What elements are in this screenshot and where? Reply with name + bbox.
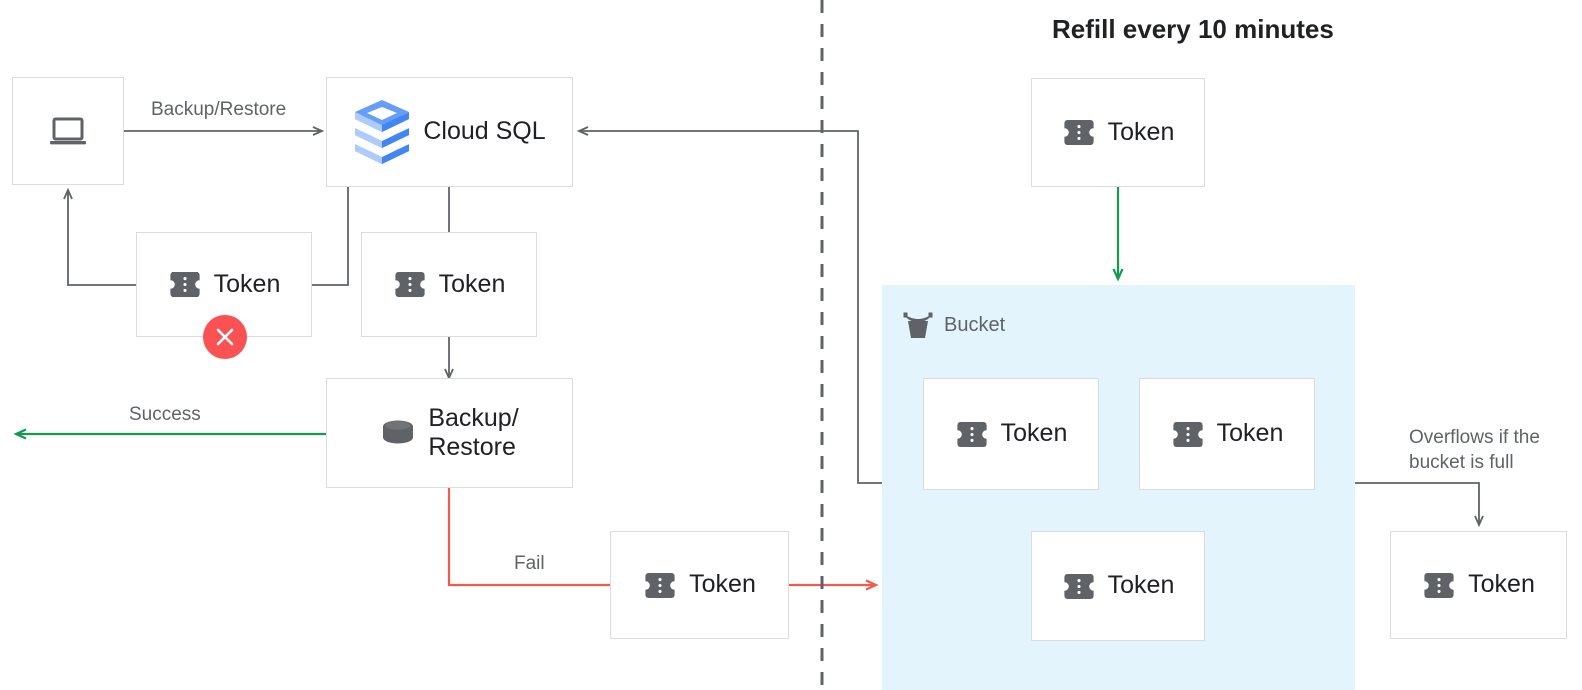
edge-bucket-to-cloudsql <box>579 131 882 484</box>
node-cloud-sql[interactable]: Cloud SQL <box>326 77 573 187</box>
edge-label-success: Success <box>129 404 201 425</box>
node-label: Token <box>1107 117 1175 146</box>
node-token-fail[interactable]: Token <box>610 531 789 639</box>
node-token-bucket-2[interactable]: Token <box>1139 378 1315 490</box>
edge-label-overflow: Overflows if the bucket is full <box>1409 427 1540 474</box>
edge-token-rejected-to-client <box>68 190 136 286</box>
node-label: Token <box>1468 570 1535 599</box>
node-label: Token <box>1216 419 1284 448</box>
token-icon <box>954 419 989 450</box>
token-icon <box>167 269 202 300</box>
node-label: Backup/ Restore <box>428 403 519 462</box>
edge-backup-fail <box>447 487 610 587</box>
token-icon <box>1170 419 1205 450</box>
node-client[interactable] <box>12 77 124 185</box>
bucket-header: Bucket <box>902 310 1005 340</box>
token-icon <box>392 269 427 300</box>
error-status-badge <box>203 315 247 359</box>
node-label: Token <box>1000 419 1068 448</box>
token-icon <box>643 570 678 601</box>
node-label: Token <box>689 570 756 599</box>
page-title: Refill every 10 minutes <box>1052 14 1334 44</box>
edge-cloudsql-to-token-rejected <box>312 187 349 286</box>
node-label: Token <box>1107 571 1175 600</box>
node-token-accepted[interactable]: Token <box>361 232 537 337</box>
bucket-icon <box>902 310 934 340</box>
edge-label-backup-restore: Backup/Restore <box>151 99 287 120</box>
node-token-bucket-1[interactable]: Token <box>923 378 1099 490</box>
bucket-label: Bucket <box>944 313 1006 336</box>
node-token-bucket-3[interactable]: Token <box>1031 531 1205 641</box>
node-label: Token <box>213 269 281 298</box>
node-label: Cloud SQL <box>423 117 546 146</box>
node-label: Token <box>438 269 506 298</box>
close-icon <box>216 328 234 346</box>
cloud-sql-icon <box>353 100 411 164</box>
edge-bucket-overflow <box>1355 482 1479 525</box>
edge-label-fail: Fail <box>514 553 545 574</box>
token-icon <box>1061 117 1096 148</box>
node-token-refill[interactable]: Token <box>1031 78 1205 187</box>
laptop-icon <box>48 114 88 148</box>
database-icon <box>380 417 416 449</box>
node-backup-restore[interactable]: Backup/ Restore <box>326 378 573 488</box>
token-icon <box>1422 570 1457 601</box>
node-token-overflow[interactable]: Token <box>1390 531 1567 639</box>
token-icon <box>1061 571 1096 602</box>
